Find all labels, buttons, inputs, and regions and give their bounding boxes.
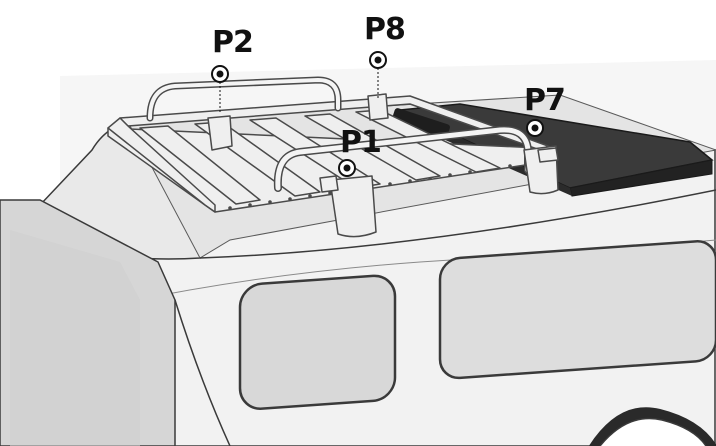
rack-hoop-front-inner [148,78,340,120]
roof-rack [107,76,559,238]
side-window-front [238,274,397,410]
callout-p7-marker-dot [531,124,539,132]
solar-panel-junction-box [392,108,450,138]
callout-p7: P7 [524,83,566,137]
rack-foot-bracket [319,175,339,193]
rack-cross-slat-1 [139,125,261,205]
rack-hoop-rear-inner [275,127,531,191]
callout-p8-label: P8 [364,12,405,47]
van-body [0,60,716,446]
callout-p2-label: P2 [212,25,253,60]
rack-foot-rear-left [329,175,377,238]
side-window-rear [438,240,716,380]
roof-edge-line [199,189,716,259]
rack-foot-front-right [367,93,389,121]
callout-p2: P2 [211,25,254,112]
callout-p2-marker-dot [216,70,224,78]
rack-foot-front-left [207,115,233,151]
callout-p7-label: P7 [524,83,565,118]
rack-front-rail [107,117,216,213]
door-pillar [174,299,231,446]
callout-p8-marker-dot [374,56,382,64]
rack-foot-bracket-2 [537,147,559,163]
callout-p1-marker-dot [343,164,351,172]
callout-p8: P8 [364,12,406,98]
wheel-arch-lip [599,417,707,446]
windshield-reflection [10,230,140,446]
callout-p1: P1 [338,125,382,177]
callout-p1-label: P1 [340,125,381,160]
